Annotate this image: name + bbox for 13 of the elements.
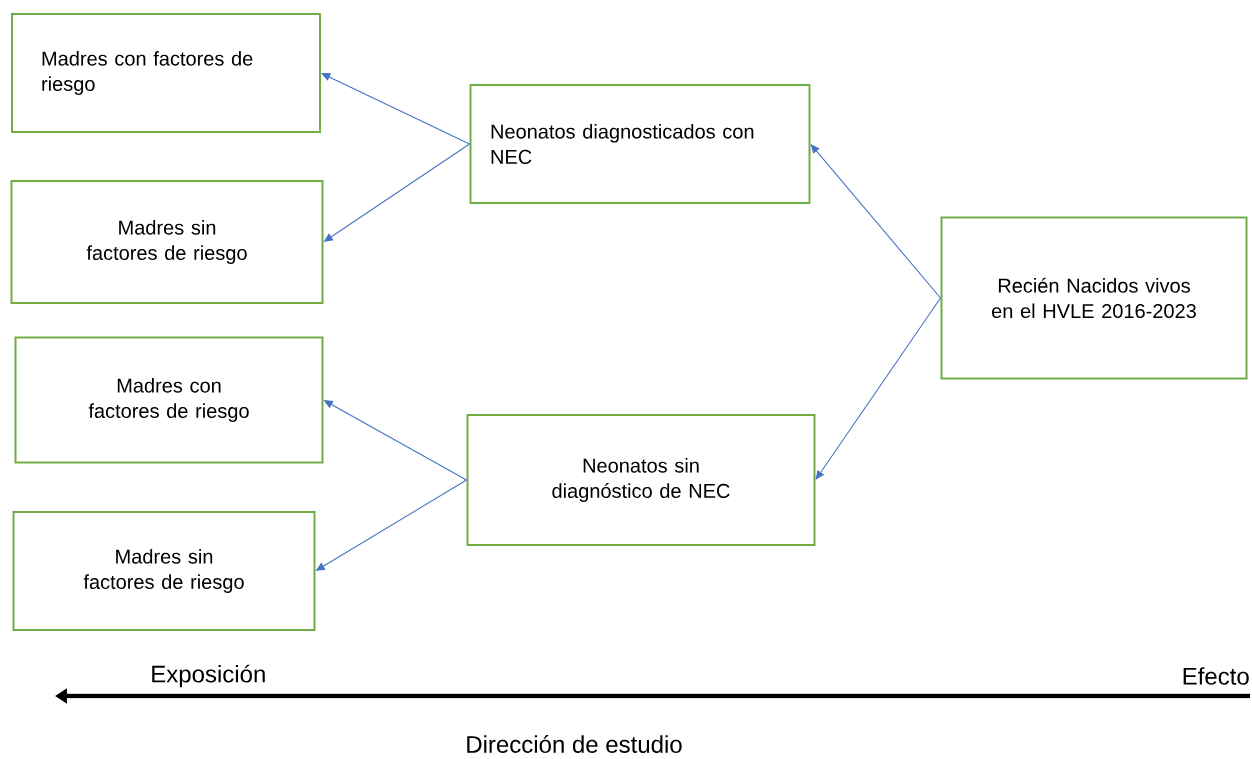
arrow [321, 73, 471, 145]
process-box: Madres sin factores de riesgo [12, 511, 316, 631]
process-box: Madres con factores de riesgo [11, 13, 321, 133]
process-box: Recién Nacidos vivos en el HVLE 2016-2023 [940, 216, 1248, 380]
process-box: Madres con factores de riesgo [14, 336, 324, 464]
process-box: Madres sin factores de riesgo [10, 180, 324, 304]
axis-label: Exposición [152, 664, 265, 688]
arrow [815, 297, 942, 480]
axis-label: Efecto [1183, 667, 1249, 685]
arrow [810, 144, 942, 299]
process-box: Neonatos diagnosticados con NEC [469, 84, 811, 204]
axis-label: Dirección de estudio [467, 735, 682, 753]
process-box: Neonatos sin diagnóstico de NEC [466, 414, 816, 546]
